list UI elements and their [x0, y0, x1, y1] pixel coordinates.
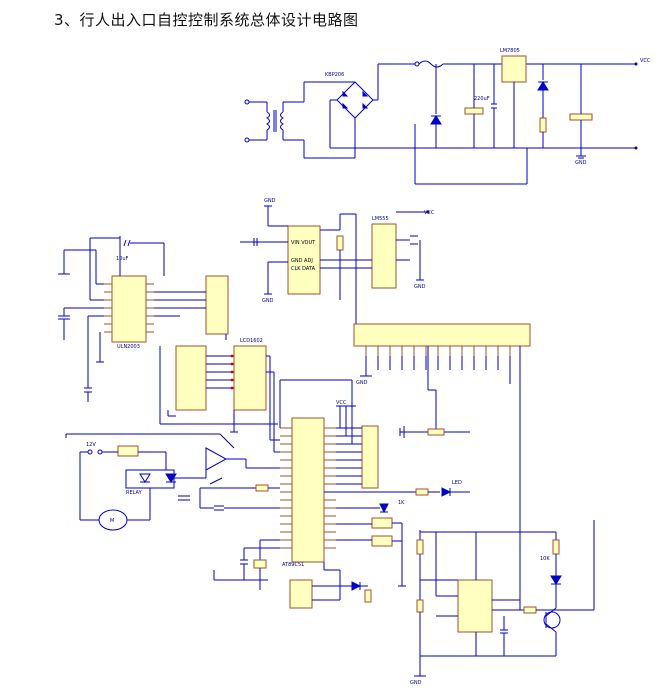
mcu-to-header-bus [336, 427, 362, 485]
resistor-r2 [336, 235, 344, 251]
vcc-label-3: VCC [336, 400, 347, 406]
display-pin-dots [230, 354, 234, 390]
fuse [418, 60, 444, 68]
timer-section: VIN VOUT GND ADJ CLK DATA LM555 [240, 205, 430, 330]
display-section: LCD1602 [159, 338, 278, 433]
resistor-label-1: 1K [398, 500, 405, 506]
pullup-resistors [336, 405, 356, 444]
filter-capacitor [464, 107, 484, 115]
timer-ic-label: LM555 [372, 216, 389, 222]
gnd-label-6: GND [410, 680, 422, 686]
timer-ic [287, 225, 321, 295]
led-output [550, 575, 562, 585]
sensor-diode [351, 581, 362, 591]
motor-label: M [110, 518, 114, 524]
fuse-terminal [414, 61, 420, 67]
relay-driver-ic [371, 223, 397, 289]
gnd-label-1: GND [264, 198, 276, 204]
mcu-left-pins [280, 427, 292, 549]
vcc-label-2: VCC [640, 58, 651, 64]
motor-terminal-b [97, 449, 103, 455]
crystal [253, 559, 267, 569]
mcu-label: AT89C51 [282, 562, 304, 568]
component-labels: GND GND GND GND GND GND VCC VCC VCC 220u… [116, 58, 651, 686]
header-connector [361, 425, 379, 489]
zener-diode [430, 115, 442, 125]
power-supply-section: KBP206 [244, 48, 638, 185]
protection-diode [537, 81, 549, 91]
capacitor-label: 220uF [474, 96, 490, 102]
resistor-r3 [255, 484, 269, 492]
gnd-label-5: GND [356, 380, 368, 386]
ac-input-terminal-top [244, 99, 250, 105]
keypad-connector-section [353, 323, 595, 611]
svg-text:GND ADJ: GND ADJ [291, 258, 313, 264]
ac-input-terminal-bottom [244, 137, 250, 143]
indicator-section [289, 487, 562, 677]
svg-text:VIN VOUT: VIN VOUT [291, 240, 316, 246]
relay-contact-box [125, 469, 175, 489]
motor-section: 12V RELAY M [65, 433, 280, 531]
resistor-r5 [416, 539, 424, 555]
led-label: LED [452, 480, 462, 486]
gnd-label-3: GND [575, 160, 587, 166]
resistor-r4 [415, 488, 429, 496]
keypad-header [353, 323, 531, 347]
driver-ic-pins [104, 283, 154, 333]
resistor-r9 [364, 589, 372, 603]
resistor-r8 [552, 539, 560, 555]
mcu-right-pins [324, 427, 336, 549]
display-label: LCD1602 [240, 338, 263, 344]
driver-ic [111, 275, 147, 343]
transistor [543, 611, 561, 629]
display-bus [206, 355, 234, 389]
mcu-section: AT89C51 [213, 334, 379, 590]
connector-ic [205, 275, 229, 335]
resistor-r1 [539, 117, 547, 133]
driver-ic-label: ULN2003 [117, 344, 140, 350]
display-ic-right [233, 345, 267, 411]
display-ic-left [175, 345, 207, 411]
motor-voltage-label: 12V [86, 442, 96, 448]
switch-a [371, 517, 393, 529]
resistor-label-2: 10K [540, 556, 550, 562]
status-led [441, 487, 452, 497]
switch-b [371, 535, 393, 547]
keypad-header-pins [365, 346, 511, 356]
mcu-chip [291, 417, 325, 563]
motor-terminal-a [87, 449, 93, 455]
page-title: 3、行人出入口自控控制系统总体设计电路图 [54, 11, 359, 29]
transformer [266, 102, 284, 140]
sensor-ic [289, 579, 313, 609]
resistor-r7 [523, 606, 537, 614]
buffer-gate [205, 447, 228, 471]
regulator-label: LM7805 [500, 48, 520, 54]
svg-text:CLK DATA: CLK DATA [291, 266, 316, 272]
relay-coil [117, 445, 139, 457]
vcc-label-1: VCC [424, 210, 435, 216]
led-a [379, 503, 389, 514]
output-capacitor [569, 113, 593, 121]
resistor-r6 [416, 599, 424, 613]
driver-section: ULN2003 [58, 236, 229, 402]
rectifier-label: KBP206 [325, 72, 344, 78]
voltage-regulator [501, 55, 527, 83]
bridge-rectifier [336, 81, 374, 119]
gnd-label-4: GND [414, 284, 426, 290]
potentiometer [427, 428, 445, 436]
timer-555 [457, 579, 493, 633]
gnd-label-2: GND [262, 298, 274, 304]
relay-label: RELAY [126, 490, 143, 496]
capacitor-label-2: 10uF [116, 256, 129, 262]
